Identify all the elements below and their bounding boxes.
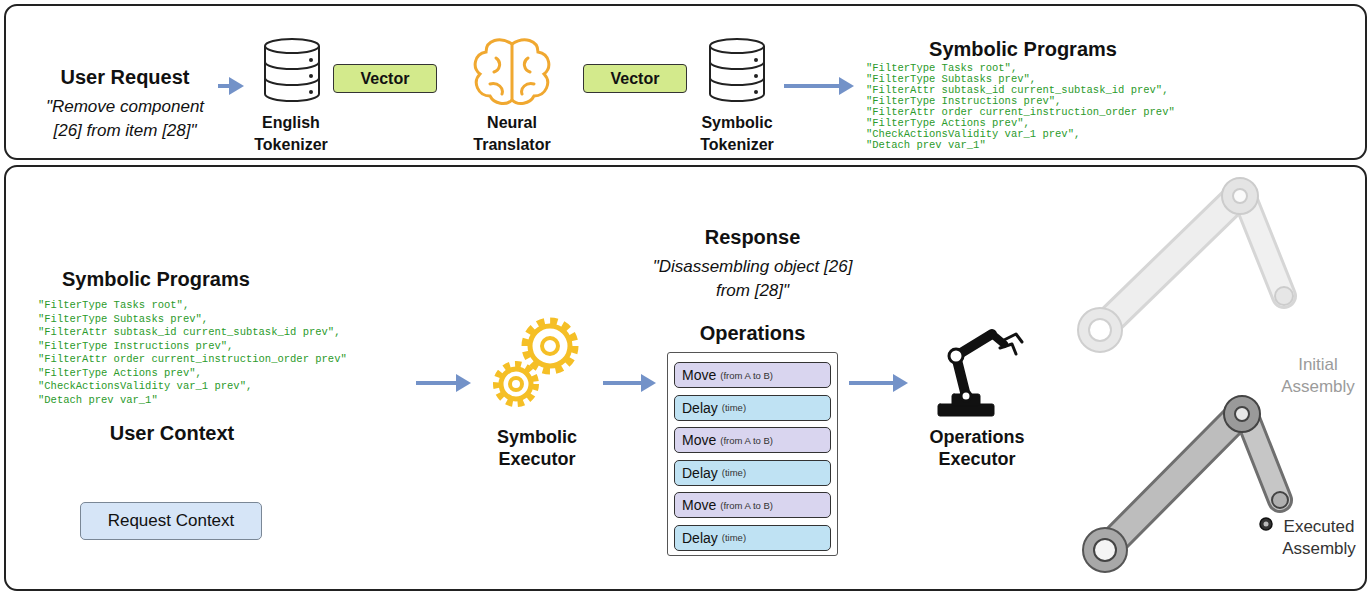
operation-name: Move [682, 497, 716, 513]
vector-box: Vector [583, 64, 687, 93]
code-line: "Detach prev var_1" [866, 140, 1188, 151]
flow-arrow [416, 374, 471, 392]
icon-caption-node: English Tokenizer [248, 36, 334, 156]
operation-param: (time) [722, 402, 746, 413]
code-line: "FilterAttr subtask_id current_subtask_i… [866, 85, 1188, 96]
delay-operation: Delay (time) [674, 460, 831, 486]
move-operation: Move (from A to B) [674, 362, 831, 388]
operation-name: Delay [682, 465, 718, 481]
operation-name: Delay [682, 530, 718, 546]
code-line: "FilterType Actions prev", [866, 118, 1188, 129]
operation-name: Delay [682, 400, 718, 416]
icon-caption-node: Neural Translator [464, 36, 560, 156]
vector-label: Vector [611, 70, 660, 88]
icon-caption: Operations Executor [912, 426, 1042, 470]
block-title: Symbolic Programs [62, 268, 412, 291]
operation-param: (time) [722, 467, 746, 478]
icon-caption: Symbolic Tokenizer [694, 112, 780, 156]
code-line: "FilterAttr order current_instruction_or… [866, 107, 1188, 118]
flow-arrow [603, 374, 656, 392]
vector-label: Vector [361, 70, 410, 88]
context-box: Request Context [80, 502, 262, 540]
operation-param: (time) [722, 532, 746, 543]
operations-group: OperationsMove (from A to B) Delay (time) Mo… [660, 322, 845, 560]
move-operation: Move (from A to B) [674, 492, 831, 518]
block-title: Operations [660, 322, 845, 345]
database-icon [265, 39, 319, 101]
block-title: Symbolic Programs [858, 38, 1188, 61]
context-group: User ContextRequest Context [62, 422, 282, 546]
figure-label: Executed Assembly [1270, 516, 1368, 560]
top-panel [5, 5, 1366, 159]
icon-caption: Neural Translator [464, 112, 560, 156]
database-icon [710, 39, 764, 101]
vector-box: Vector [333, 64, 437, 93]
icon-caption: Symbolic Executor [475, 426, 599, 470]
program-block: Symbolic Programs "FilterType Tasks root"… [32, 268, 412, 418]
code-line: "FilterType Tasks root", [866, 63, 1188, 74]
program-block: Symbolic Programs "FilterType Tasks root"… [858, 38, 1188, 158]
context-label: Request Context [108, 511, 235, 531]
operation-param: (from A to B) [720, 435, 773, 446]
code-line: "FilterType Tasks root", [38, 299, 412, 313]
icon-caption-node: Symbolic Tokenizer [694, 36, 780, 156]
operation-name: Move [682, 432, 716, 448]
code-line: "Detach prev var_1" [38, 394, 412, 408]
gears-icon [497, 322, 574, 403]
text-block: Response "Disassembling object [26] from … [640, 226, 865, 312]
text-block: User Request "Remove component [26] from … [36, 66, 214, 156]
code-line: "FilterAttr order current_instruction_or… [38, 353, 412, 367]
code-line: "FilterType Subtasks prev", [866, 74, 1188, 85]
robot-arm-icon [938, 334, 1022, 416]
operation-param: (from A to B) [720, 370, 773, 381]
flow-arrow [218, 77, 244, 95]
executed-assembly-figure [1083, 396, 1288, 572]
move-operation: Move (from A to B) [674, 427, 831, 453]
code-line: "CheckActionsValidity var_1 prev", [38, 380, 412, 394]
code-line: "FilterType Instructions prev", [866, 96, 1188, 107]
operation-param: (from A to B) [720, 500, 773, 511]
icon-caption-node: Operations Executor [912, 318, 1042, 470]
bottom-panel [5, 166, 1366, 590]
block-title: Response [705, 226, 801, 249]
code-line: "FilterType Instructions prev", [38, 340, 412, 354]
icon-caption-node: Symbolic Executor [475, 318, 599, 470]
code-line: "FilterType Actions prev", [38, 367, 412, 381]
code-line: "FilterType Subtasks prev", [38, 313, 412, 327]
quoted-text: "Remove component [26] from item [28]" [36, 95, 214, 143]
code-line: "CheckActionsValidity var_1 prev", [866, 129, 1188, 140]
block-title: User Context [62, 422, 282, 445]
delay-operation: Delay (time) [674, 525, 831, 551]
quoted-text: "Disassembling object [26] from [28]" [640, 255, 865, 303]
initial-assembly-figure [1078, 178, 1293, 352]
icon-caption: English Tokenizer [248, 112, 334, 156]
code-line: "FilterAttr subtask_id current_subtask_i… [38, 326, 412, 340]
delay-operation: Delay (time) [674, 395, 831, 421]
figure-label: Initial Assembly [1268, 354, 1368, 398]
brain-icon [475, 40, 549, 104]
operation-name: Move [682, 367, 716, 383]
flow-arrow [849, 374, 908, 392]
block-title: User Request [61, 66, 190, 89]
flow-arrow [784, 77, 854, 95]
